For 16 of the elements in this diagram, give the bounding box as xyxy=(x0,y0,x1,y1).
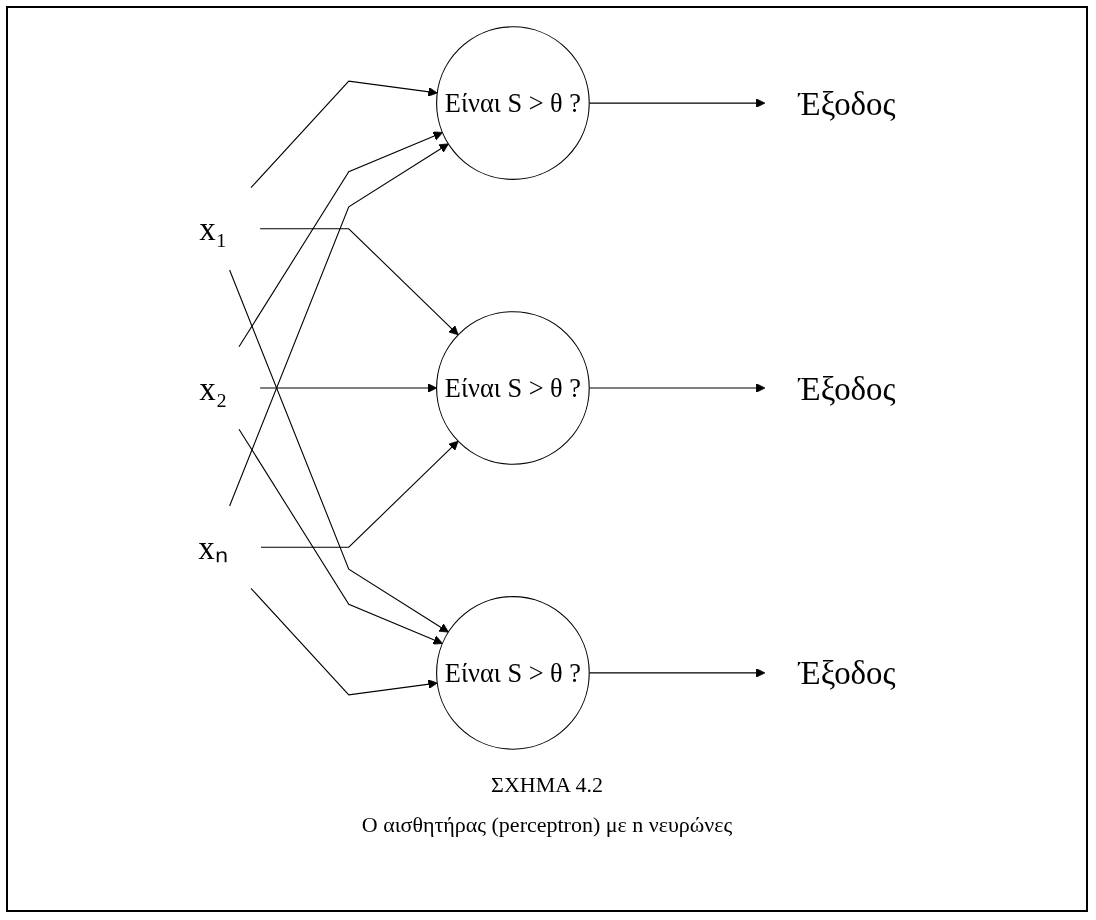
arrow xyxy=(238,428,443,645)
node-text: x₂ xyxy=(199,369,228,407)
node-circle: Είναι S > θ ? xyxy=(436,596,590,750)
arrow xyxy=(229,143,449,507)
arrow xyxy=(250,80,438,189)
arrow xyxy=(250,587,438,696)
node-text: xₙ xyxy=(198,529,229,566)
node-circle: Είναι S > θ ? xyxy=(436,26,590,180)
arrow xyxy=(238,131,443,348)
figure-caption: Ο αισθητήρας (perceptron) με n νευρώνες xyxy=(361,812,733,838)
figure-title: ΣΧΗΜΑ 4.2 xyxy=(491,772,603,798)
arrow xyxy=(260,440,459,548)
node-text: x₁ xyxy=(199,210,228,247)
node-circle: Είναι S > θ ? xyxy=(436,311,590,465)
arrow xyxy=(229,269,449,633)
arrow xyxy=(259,228,459,336)
